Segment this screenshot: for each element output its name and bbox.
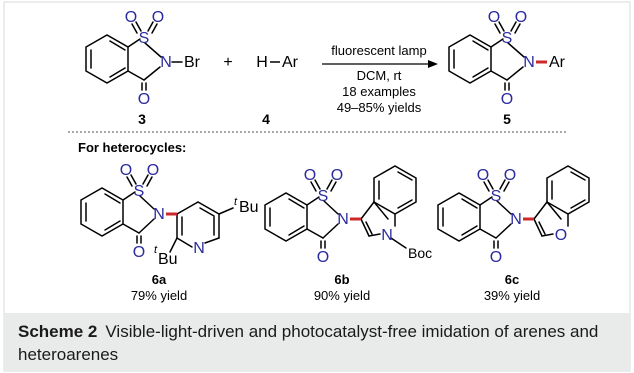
reactant-3-label: 3 <box>138 111 146 127</box>
compound-6a-atom-o3: O <box>133 244 145 261</box>
compound-6c-atom-o2: O <box>504 167 516 184</box>
reactant-4-label: 4 <box>262 111 270 127</box>
condition-lamp: fluorescent lamp <box>331 43 426 58</box>
product-5-atom-o2: O <box>515 9 527 26</box>
compound-6c-yield: 39% yield <box>484 288 540 303</box>
compound-6a-tbu2-sup: t <box>154 244 158 256</box>
compound-6c-atom-o-ring: O <box>555 227 567 244</box>
figure-border <box>3 1 631 372</box>
compound-6c-label: 6c <box>505 272 519 287</box>
caption-label: Scheme 2 <box>18 322 98 341</box>
compound-6a-tbu2: Bu <box>158 251 178 268</box>
reactant-3-atom-o3: O <box>138 91 150 108</box>
reactant-3-atom-o1: O <box>125 9 137 26</box>
reactant-4-h: H <box>256 54 268 71</box>
section-heading: For heterocycles: <box>78 140 186 155</box>
condition-yields: 49–85% yields <box>337 100 422 115</box>
compound-6c-structure <box>437 165 590 249</box>
caption-box <box>4 313 630 371</box>
compound-6b-atom-n: N <box>337 211 349 228</box>
compound-6c-atom-s: S <box>491 188 502 205</box>
product-5-structure <box>448 21 525 91</box>
condition-examples: 18 examples <box>342 84 416 99</box>
compound-6b-atom-o1: O <box>304 167 316 184</box>
compound-6a-atom-n: N <box>153 206 165 223</box>
product-5-atom-o1: O <box>488 9 500 26</box>
compound-6a-label: 6a <box>152 272 167 287</box>
compound-6b-atom-o3: O <box>317 249 329 266</box>
reactant-3-atom-o2: O <box>152 9 164 26</box>
product-5-atom-ar: Ar <box>549 54 566 71</box>
compound-6c-atom-n: N <box>510 211 522 228</box>
compound-6a-yield: 79% yield <box>131 288 187 303</box>
compound-6c-atom-o3: O <box>490 249 502 266</box>
compound-6b-atom-n-ring: N <box>381 227 393 244</box>
compound-6c-atom-o1: O <box>477 167 489 184</box>
compound-6b-label: 6b <box>334 272 349 287</box>
product-5-atom-s: S <box>502 30 513 47</box>
reactant-3-atom-n: N <box>160 54 172 71</box>
compound-6a-atom-o2: O <box>147 162 159 179</box>
compound-6b-boc: Boc <box>408 245 432 261</box>
reactant-3-structure <box>85 21 183 91</box>
reactant-3-atom-s: S <box>139 30 150 47</box>
compound-6b-structure <box>264 165 417 249</box>
compound-6b-atom-o2: O <box>331 167 343 184</box>
product-5-label: 5 <box>503 111 511 127</box>
caption-body: Visible-light-driven and photocatalyst-f… <box>18 322 599 364</box>
compound-6a-atom-o1: O <box>120 162 132 179</box>
reactant-3-atom-br: Br <box>184 54 201 71</box>
product-5-atom-n: N <box>523 54 535 71</box>
condition-solvent: DCM, rt <box>357 68 402 83</box>
compound-6a-atom-n-ring: N <box>193 240 205 257</box>
reactant-4-ar: Ar <box>282 54 299 71</box>
plus-sign: + <box>223 54 232 71</box>
compound-6a-structure <box>80 174 234 253</box>
reaction-arrow <box>322 60 438 68</box>
compound-6a-tbu-sup: t <box>234 196 238 208</box>
product-5-atom-o3: O <box>501 91 513 108</box>
compound-6b-yield: 90% yield <box>314 288 370 303</box>
compound-6a-atom-s: S <box>134 183 145 200</box>
compound-6b-atom-s: S <box>318 188 329 205</box>
compound-6a-tbu: Bu <box>239 199 259 216</box>
